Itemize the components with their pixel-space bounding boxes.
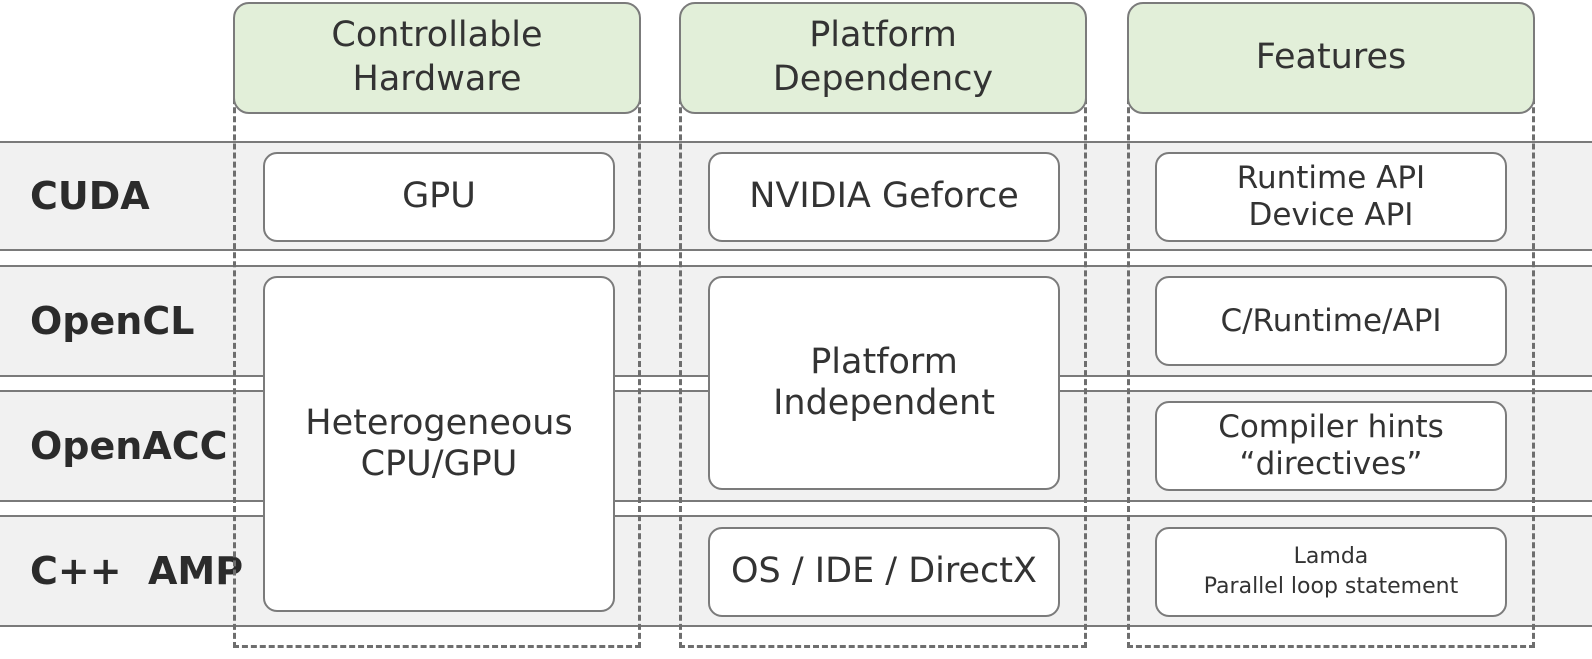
cell-opencl-features: C/Runtime/API [1155, 276, 1507, 366]
cell-cppamp-features: Lamda Parallel loop statement [1155, 527, 1507, 617]
column-header-platform: Platform Dependency [679, 2, 1087, 114]
row-label-openacc: OpenACC [30, 424, 228, 468]
cell-heterogeneous-hardware: Heterogeneous CPU/GPU [263, 276, 615, 612]
column-outline-platform [679, 80, 1087, 648]
row-label-cuda: CUDA [30, 174, 150, 218]
column-outline-hardware [233, 80, 641, 648]
column-outline-features [1127, 80, 1535, 648]
row-label-opencl: OpenCL [30, 299, 195, 343]
row-label-cppamp: C++ AMP [30, 549, 244, 593]
cell-cppamp-platform: OS / IDE / DirectX [708, 527, 1060, 617]
cell-platform-independent: Platform Independent [708, 276, 1060, 490]
column-header-features: Features [1127, 2, 1535, 114]
cell-cuda-hardware: GPU [263, 152, 615, 242]
cell-openacc-features: Compiler hints “directives” [1155, 401, 1507, 491]
cell-cuda-platform: NVIDIA Geforce [708, 152, 1060, 242]
cell-cuda-features: Runtime API Device API [1155, 152, 1507, 242]
column-header-hardware: Controllable Hardware [233, 2, 641, 114]
